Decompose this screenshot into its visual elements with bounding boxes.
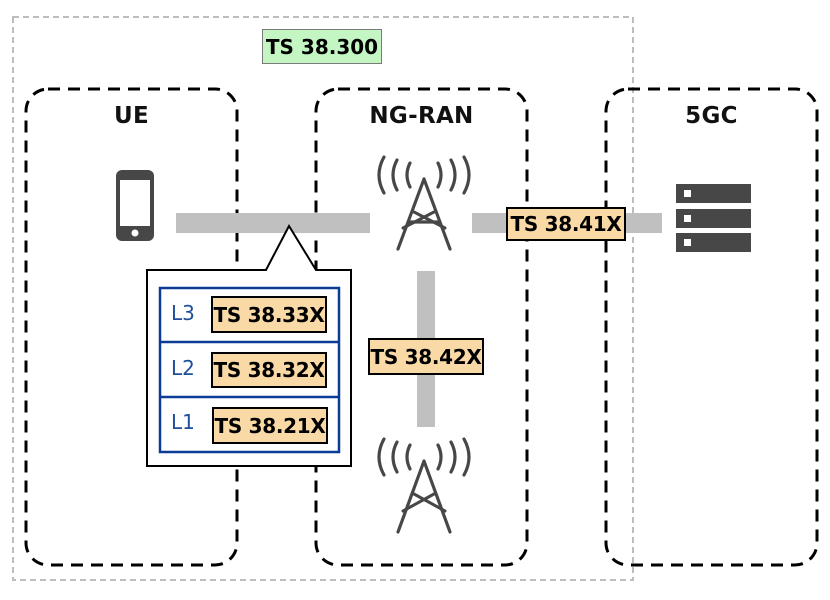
ng-interface-spec: TS 38.41X	[506, 207, 626, 241]
cell-tower-icon-secondary	[377, 437, 471, 534]
ue-domain-box	[24, 87, 239, 567]
layer-label: L3	[171, 301, 195, 325]
layer-label: L2	[171, 356, 195, 380]
cell-tower-icon	[377, 155, 471, 251]
layer-spec: TS 38.32X	[211, 352, 327, 388]
ue-title: UE	[114, 103, 149, 129]
server-stack-icon	[676, 184, 751, 252]
ts38300-scope-boundary	[12, 16, 634, 581]
core-title: 5GC	[685, 103, 738, 129]
uu-radio-link	[176, 213, 370, 233]
layer-spec: TS 38.33X	[211, 296, 327, 333]
ngran-title: NG-RAN	[369, 103, 474, 129]
xn-interface-spec: TS 38.42X	[368, 338, 484, 375]
layer-label: L1	[171, 410, 195, 434]
smartphone-icon	[116, 170, 154, 241]
layer-spec: TS 38.21X	[212, 407, 328, 444]
core-domain-box	[604, 87, 819, 567]
overall-spec-label: TS 38.300	[262, 29, 382, 64]
